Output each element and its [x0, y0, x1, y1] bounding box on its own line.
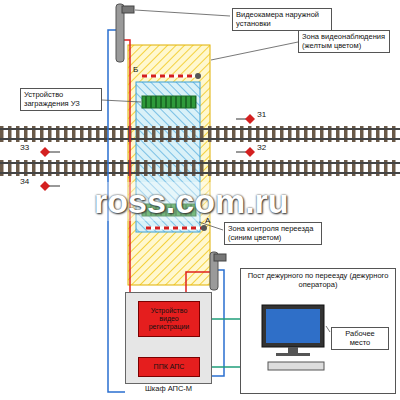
- callout-label: Б: [133, 65, 138, 74]
- node-text: Видеокамера наружной установки: [236, 11, 328, 28]
- callout-box: Устройство заграждения УЗ: [20, 88, 102, 111]
- callout-label: А: [205, 216, 210, 225]
- video-recorder: Устройство видео регистрации: [138, 301, 200, 337]
- callout-label: З1: [257, 110, 266, 119]
- node-text: ППК АПС: [154, 363, 185, 371]
- camera-pole: [116, 4, 226, 290]
- node-text: Устройство видео регистрации: [141, 307, 197, 331]
- node-text: Зона видеонаблюдения (желтым цветом): [302, 33, 386, 50]
- operator-post: Пост дежурного по переезду (дежурного оп…: [240, 268, 396, 394]
- railway-track: [0, 126, 400, 176]
- callout-box: Рабочее место: [331, 327, 389, 350]
- callout-label: З3: [20, 143, 29, 152]
- barrier-device-stripes: [142, 96, 196, 108]
- callout-label: З2: [257, 143, 266, 152]
- node-text: Шкаф АПС-М: [126, 384, 211, 393]
- callout-label: З4: [20, 177, 29, 186]
- callout-box: Зона видеонаблюдения (желтым цветом): [298, 30, 390, 53]
- alarm-panel: ППК АПС: [138, 357, 200, 377]
- callout-box: Зона контроля переезда (синим цветом): [224, 222, 322, 245]
- leader-line: [102, 10, 330, 332]
- node-text: Рабочее место: [335, 330, 385, 347]
- computer: [262, 305, 324, 370]
- callout-box: Видеокамера наружной установки: [232, 8, 332, 31]
- node-text: Зона контроля переезда (синим цветом): [228, 225, 318, 242]
- node-text: Устройство заграждения УЗ: [24, 91, 98, 108]
- watermark: ross.com.ru: [92, 182, 291, 221]
- node-text: Пост дежурного по переезду (дежурного оп…: [245, 272, 391, 289]
- signal: [40, 114, 255, 191]
- barrier-device: [142, 96, 196, 108]
- cabinet: Шкаф АПС-МУстройство видео регистрацииПП…: [125, 292, 212, 384]
